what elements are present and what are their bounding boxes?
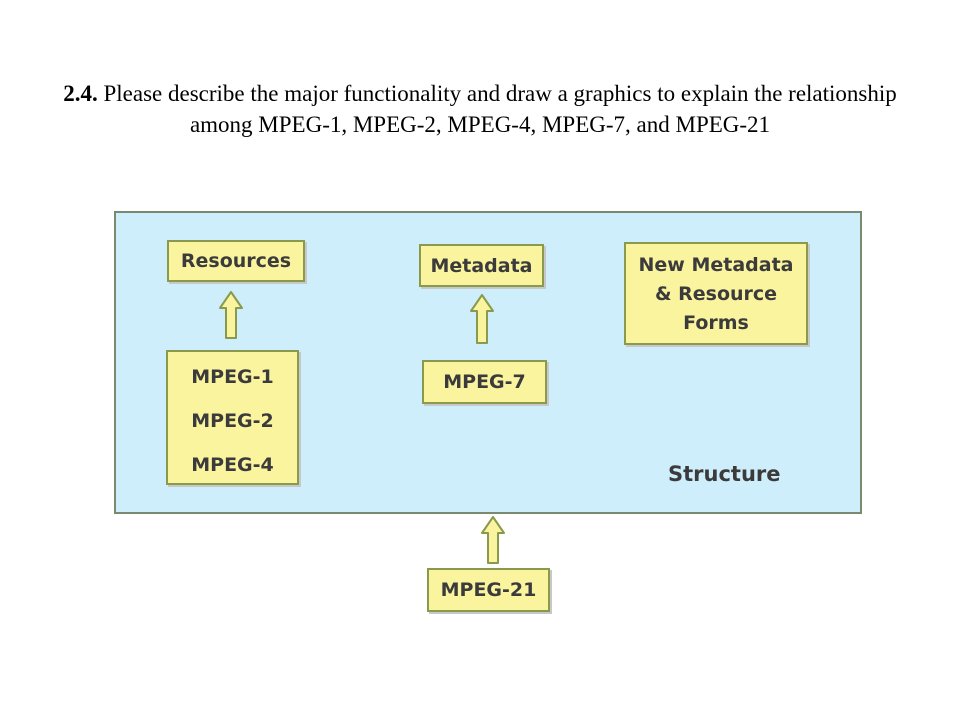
question-text: 2.4. Please describe the major functiona… <box>60 78 900 140</box>
up-arrow-icon <box>470 294 494 344</box>
mpeg-7-label: MPEG-7 <box>443 371 526 393</box>
new-metadata-box: New Metadata & Resource Forms <box>624 242 808 345</box>
new-metadata-line: & Resource <box>654 283 778 305</box>
mpeg-1-2-4-box: MPEG-1 MPEG-2 MPEG-4 <box>166 350 299 485</box>
structure-label: Structure <box>668 462 781 486</box>
mpeg-4-label: MPEG-4 <box>191 454 274 476</box>
up-arrow-icon <box>219 291 243 339</box>
up-arrow-icon <box>481 516 505 564</box>
mpeg-7-box: MPEG-7 <box>422 360 547 404</box>
resources-box: Resources <box>167 240 305 282</box>
new-metadata-line: New Metadata <box>638 254 794 276</box>
metadata-box: Metadata <box>419 244 544 287</box>
mpeg-21-label: MPEG-21 <box>440 579 537 601</box>
metadata-label: Metadata <box>430 254 533 277</box>
new-metadata-line: Forms <box>683 312 749 334</box>
mpeg-21-box: MPEG-21 <box>427 568 550 612</box>
question-number: 2.4. <box>63 81 98 106</box>
resources-label: Resources <box>180 250 292 272</box>
mpeg-2-label: MPEG-2 <box>191 410 274 432</box>
mpeg-1-label: MPEG-1 <box>191 366 274 388</box>
question-body: Please describe the major functionality … <box>103 81 897 137</box>
